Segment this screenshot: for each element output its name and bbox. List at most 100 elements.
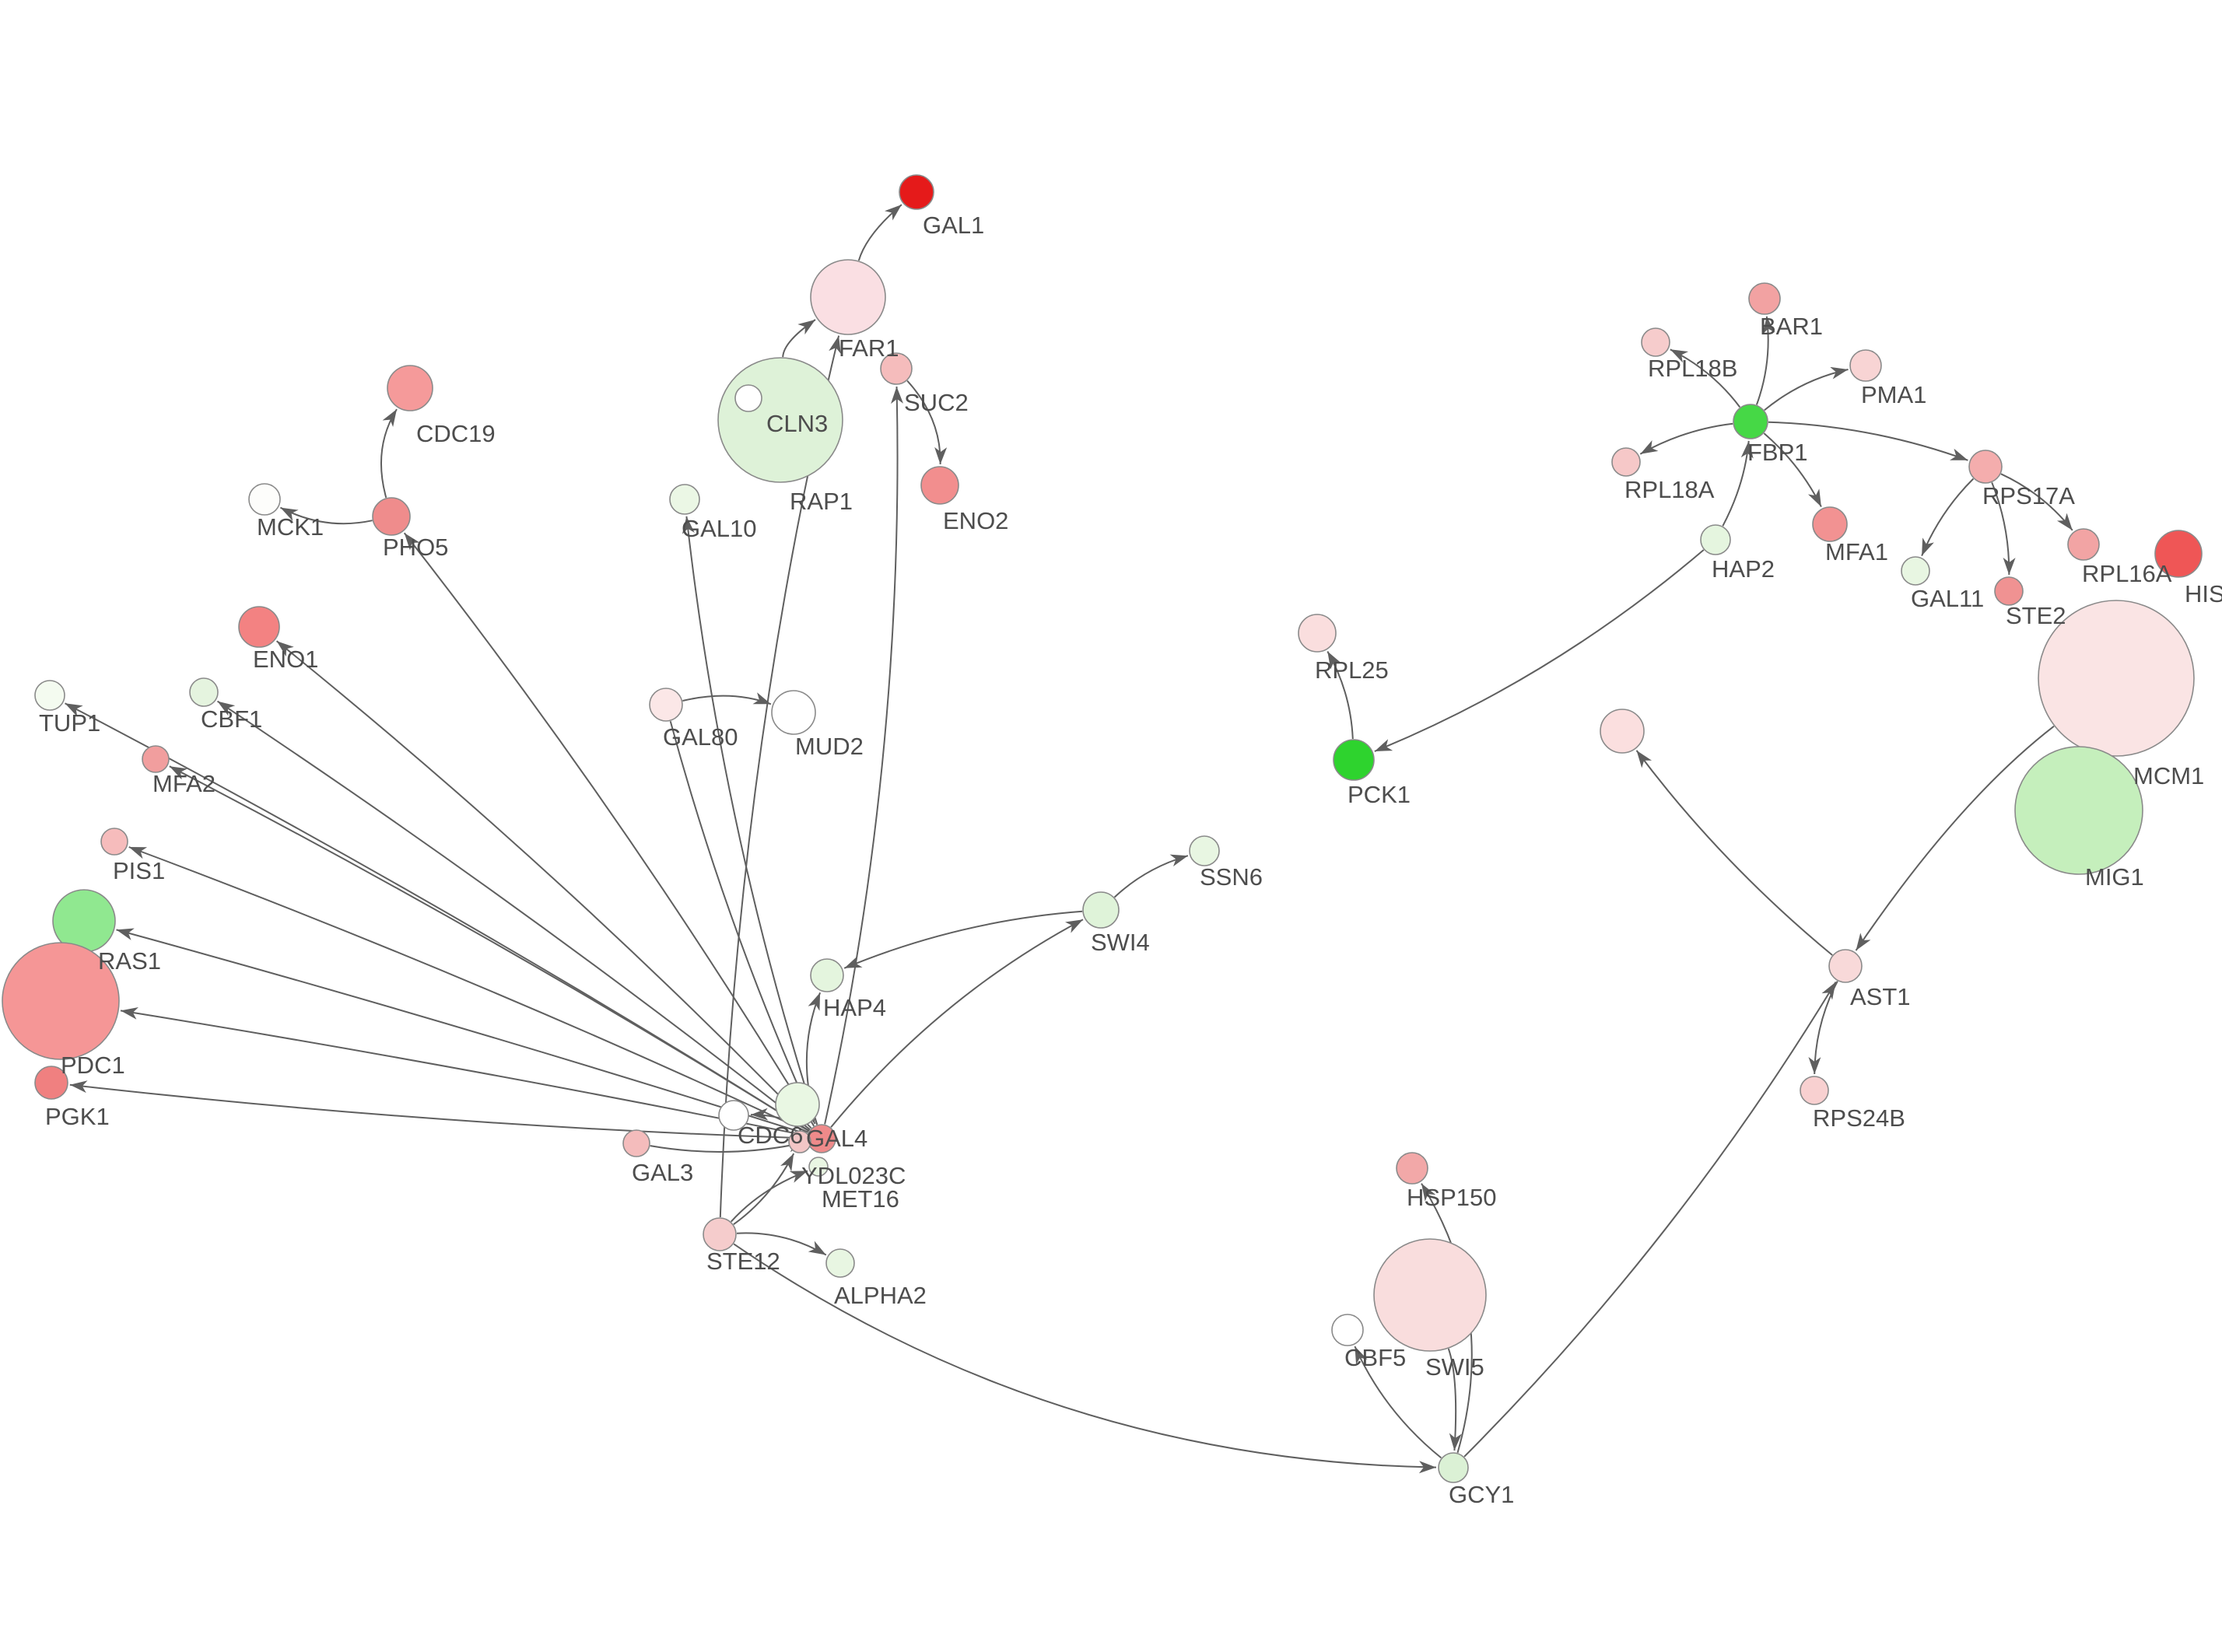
edge-fbp1-rpl18a — [1639, 422, 1733, 455]
node-eno2[interactable] — [920, 466, 959, 505]
node-rpl16a[interactable] — [2067, 528, 2100, 561]
node-suc2[interactable] — [880, 352, 913, 385]
node-bar1[interactable] — [1748, 282, 1781, 315]
node-label-cdc6: CDC6 — [738, 1122, 803, 1149]
node-rps24b[interactable] — [1800, 1076, 1829, 1105]
node-ast1[interactable] — [1828, 949, 1863, 983]
node-eno1[interactable] — [238, 606, 280, 648]
node-label-ydl023c: YDL023C — [801, 1162, 906, 1189]
node-pma1[interactable] — [1849, 349, 1882, 382]
node-label-gal1: GAL1 — [923, 212, 984, 239]
node-met16[interactable] — [808, 1157, 829, 1177]
node-hap2[interactable] — [1700, 524, 1731, 555]
node-label-swi4: SWI4 — [1091, 929, 1150, 956]
node-label-mud2: MUD2 — [795, 733, 864, 760]
edge-gcy1-cbf5 — [1354, 1346, 1442, 1459]
node-label-far1: FAR1 — [839, 334, 899, 362]
node-rpl18b[interactable] — [1641, 327, 1670, 357]
node-mck1[interactable] — [248, 483, 281, 516]
node-cbf1[interactable] — [189, 677, 219, 707]
node-rps17a[interactable] — [1968, 450, 2003, 484]
node-far1[interactable] — [810, 259, 886, 335]
node-rap1[interactable] — [734, 384, 762, 412]
node-rpl18a[interactable] — [1611, 447, 1641, 477]
node-pdc1[interactable] — [2, 942, 120, 1060]
edge-hap2-pck1 — [1374, 549, 1705, 752]
node-rpl25[interactable] — [1298, 614, 1337, 653]
edge-fbp1-pma1 — [1764, 366, 1849, 411]
node-his4[interactable] — [2154, 530, 2203, 578]
node-label-rps17a: RPS17A — [1982, 482, 2075, 509]
node-pgk1[interactable] — [34, 1066, 68, 1100]
node-label-pho5: PHO5 — [383, 534, 448, 561]
node-gcy1[interactable] — [1438, 1452, 1469, 1483]
node-cdc6[interactable] — [718, 1100, 749, 1131]
edge-suc2-eno2 — [906, 380, 948, 465]
edge-gcy1-ast1 — [1463, 981, 1837, 1458]
node-ydl023c[interactable] — [788, 1130, 811, 1153]
node-label-hap2: HAP2 — [1712, 555, 1775, 583]
node-tup1[interactable] — [34, 680, 65, 711]
edge-pho5-cdc19 — [380, 408, 398, 499]
edge-gal3-gal4 — [650, 1139, 806, 1153]
node-gal11[interactable] — [1901, 556, 1930, 586]
node-label-cbf1: CBF1 — [201, 705, 262, 733]
node-gal80[interactable] — [649, 688, 683, 722]
node-label-mfa1: MFA1 — [1825, 538, 1888, 565]
node-label-rpl25: RPL25 — [1315, 656, 1389, 684]
node-label-suc2: SUC2 — [904, 389, 969, 416]
node-mfa1[interactable] — [1812, 506, 1848, 542]
node-alpha2[interactable] — [825, 1248, 855, 1278]
node-label-pma1: PMA1 — [1861, 381, 1926, 408]
node-label-gal10: GAL10 — [682, 515, 757, 542]
node-cbf5[interactable] — [1331, 1314, 1364, 1346]
node-label-alpha2: ALPHA2 — [834, 1282, 927, 1309]
node-mcm1[interactable] — [2038, 600, 2195, 757]
node-hap4[interactable] — [810, 958, 844, 992]
node-pho5[interactable] — [372, 497, 411, 536]
node-ste12[interactable] — [703, 1217, 737, 1251]
node-label-ras1: RAS1 — [98, 947, 161, 975]
node-mig1[interactable] — [2014, 746, 2143, 875]
node-label-rps24b: RPS24B — [1813, 1104, 1905, 1132]
edge-gal4-eno1 — [275, 640, 812, 1129]
edge-rps17a-ste2 — [1991, 482, 2016, 576]
edge-fbp1-bar1 — [1755, 316, 1775, 405]
edge-pho5-mck1 — [279, 506, 373, 525]
node-pck1[interactable] — [1333, 739, 1375, 781]
nodes-layer — [2, 174, 2203, 1483]
node-gal3[interactable] — [622, 1129, 650, 1157]
edge-mcm1-ast1 — [1855, 725, 2055, 951]
edge-pck1-rpl25 — [1327, 651, 1354, 740]
node-pis1[interactable] — [100, 828, 128, 856]
node-cdc19[interactable] — [387, 365, 433, 411]
node-gal10[interactable] — [669, 484, 700, 515]
edges-layer — [65, 204, 2073, 1474]
node-gal1[interactable] — [899, 174, 934, 210]
edge-gal4-gal10 — [682, 516, 818, 1125]
node-mfa2[interactable] — [142, 745, 170, 773]
edge-far1-gal1 — [857, 204, 902, 261]
edge-ast1-mid-pink — [1635, 750, 1833, 956]
node-hub-green[interactable] — [775, 1082, 820, 1127]
edge-rps17a-rpl16a — [2000, 473, 2073, 531]
node-ssn6[interactable] — [1189, 835, 1220, 866]
edge-swi5-gcy1 — [1447, 1348, 1462, 1451]
node-mid-pink[interactable] — [1600, 709, 1645, 754]
node-swi4[interactable] — [1082, 891, 1120, 929]
edge-fbp1-rps17a — [1768, 421, 1968, 461]
node-swi5[interactable] — [1373, 1238, 1487, 1352]
node-fbp1[interactable] — [1733, 404, 1768, 439]
edge-ast1-rps24b — [1808, 981, 1838, 1075]
edge-fbp1-rpl18b — [1670, 348, 1741, 408]
edge-cln3-far1 — [782, 319, 816, 358]
edge-gal4-mfa2 — [169, 765, 810, 1132]
node-label-tup1: TUP1 — [39, 709, 100, 737]
edge-rps17a-gal11 — [1921, 478, 1975, 556]
node-ste2[interactable] — [1994, 576, 2024, 606]
node-mud2[interactable] — [771, 690, 816, 735]
node-label-gal11: GAL11 — [1911, 585, 1984, 612]
node-label-pck1: PCK1 — [1348, 781, 1411, 808]
node-hsp150[interactable] — [1396, 1152, 1428, 1185]
